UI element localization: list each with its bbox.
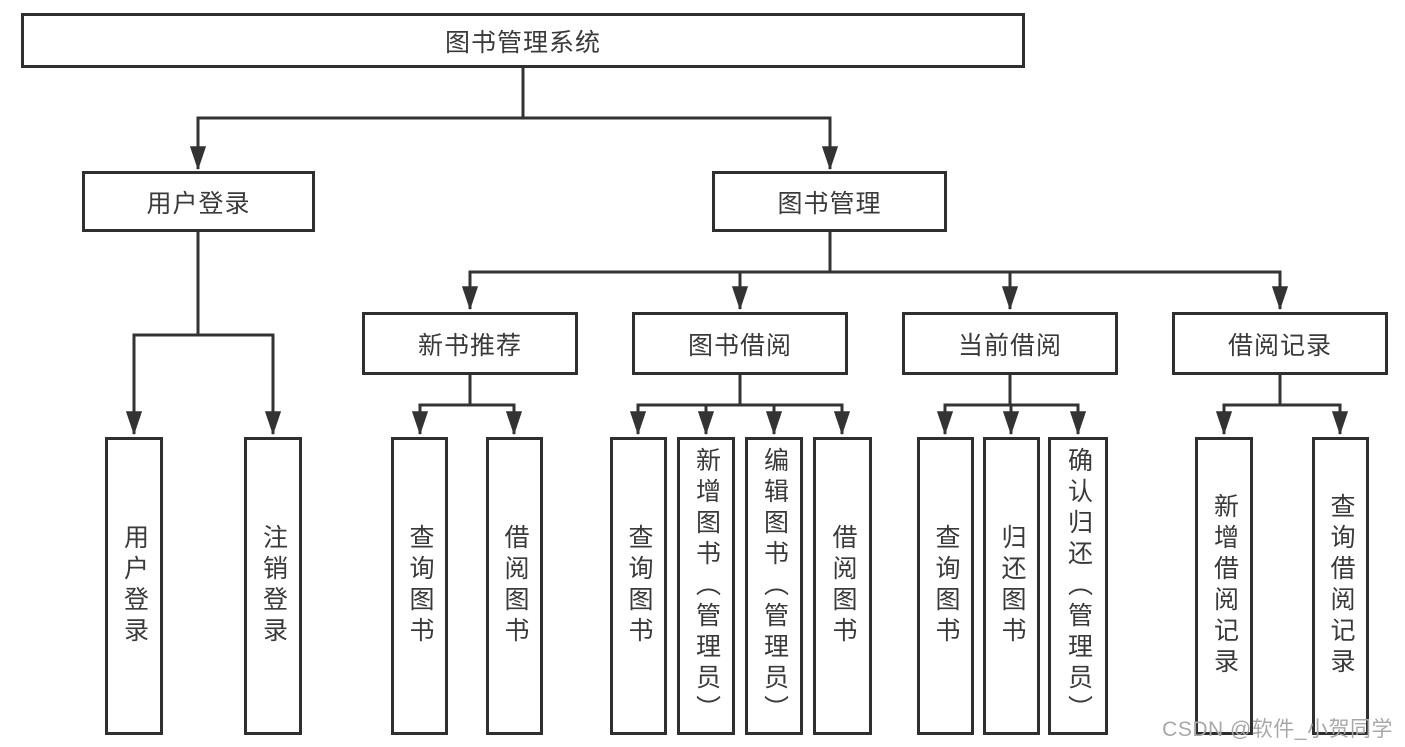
leaf-borrow-books-recommend: 借阅图书 (486, 437, 543, 735)
leaf-query-borrow-record: 查询借阅记录 (1312, 437, 1369, 735)
leaf-borrow-books-borrowing: 借阅图书 (813, 437, 872, 735)
node-user-login: 用户登录 (82, 171, 315, 232)
node-borrowing-records: 借阅记录 (1172, 312, 1388, 375)
node-new-book-recommend: 新书推荐 (362, 312, 578, 375)
leaf-edit-book-admin: 编辑图书（管理员） (745, 437, 803, 735)
node-root-library-management-system: 图书管理系统 (21, 13, 1025, 68)
node-current-borrowing: 当前借阅 (902, 312, 1118, 375)
leaf-add-borrow-record: 新增借阅记录 (1195, 437, 1253, 735)
leaf-logout: 注销登录 (244, 437, 302, 735)
leaf-query-books-recommend: 查询图书 (391, 437, 448, 735)
leaf-query-books-borrowing: 查询图书 (610, 437, 667, 735)
leaf-query-books-current: 查询图书 (917, 437, 974, 735)
leaf-user-login: 用户登录 (105, 437, 163, 735)
leaf-add-book-admin: 新增图书（管理员） (677, 437, 735, 735)
csdn-watermark: CSDN @软件_小贺同学 (1162, 718, 1393, 741)
leaf-confirm-return-admin: 确认归还（管理员） (1048, 437, 1108, 735)
node-book-management: 图书管理 (712, 171, 947, 232)
leaf-return-books: 归还图书 (983, 437, 1040, 735)
node-book-borrowing: 图书借阅 (632, 312, 848, 375)
